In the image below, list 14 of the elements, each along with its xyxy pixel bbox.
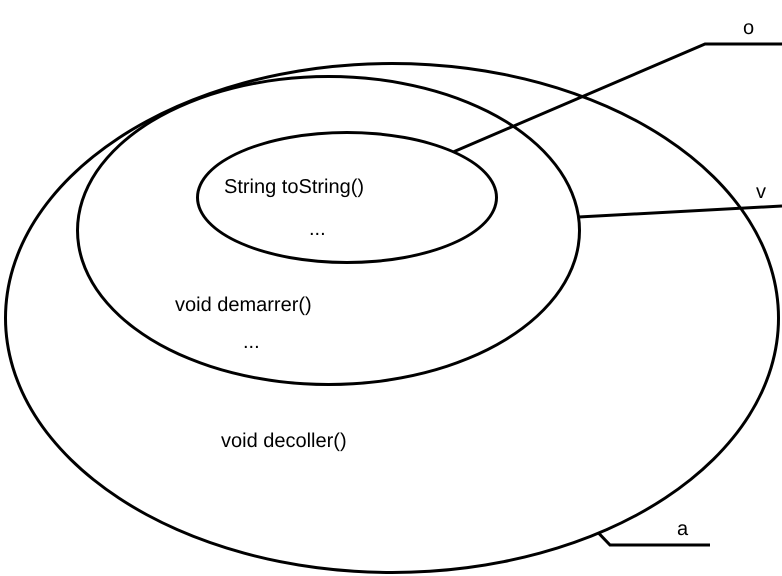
- ellipse: [196, 131, 498, 264]
- callout-letter: v: [740, 178, 782, 206]
- callout-letter: a: [655, 515, 710, 545]
- leader-line: [578, 204, 782, 218]
- ellipse: [4, 62, 780, 574]
- ellipse: [76, 75, 581, 386]
- method-text: void decoller(): [221, 429, 347, 453]
- method-text: void demarrer(): [175, 293, 312, 317]
- leader-line: [452, 42, 782, 154]
- method-text: String toString(): [224, 175, 364, 199]
- leader-line: [597, 532, 710, 546]
- callout-letter: o: [715, 14, 782, 44]
- method-text: ...: [243, 330, 260, 354]
- method-text: ...: [309, 217, 326, 241]
